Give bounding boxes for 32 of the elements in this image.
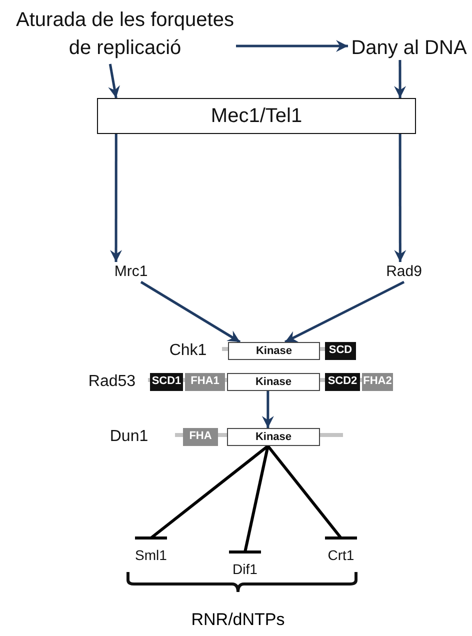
fha-domain: FHA1 [185, 373, 225, 391]
arrow [140, 280, 241, 344]
protein-label: Mrc1 [106, 262, 156, 282]
protein-label: Rad53 [86, 371, 138, 393]
fha-domain: FHA2 [362, 373, 393, 391]
arrow [284, 280, 405, 344]
protein-label: Dun1 [106, 426, 152, 448]
fha-domain: FHA [183, 428, 218, 446]
arrow [394, 134, 406, 262]
arrow [394, 60, 406, 98]
inhibition-line [134, 444, 269, 540]
scd-domain: SCD2 [325, 373, 360, 391]
scd-domain: SCD [325, 342, 356, 360]
protein-label: Chk1 [166, 340, 210, 362]
arrow [108, 64, 120, 98]
target-protein-label: Dif1 [225, 552, 265, 578]
arrow [236, 40, 348, 52]
kinase-domain: Kinase [228, 342, 320, 360]
protein-label: Rad9 [380, 262, 428, 282]
node-label: Dany al DNA [348, 34, 470, 60]
arrow [262, 391, 274, 428]
node-label: Aturada de les forquetes de replicació [14, 6, 236, 64]
scd-domain: SCD1 [150, 373, 183, 391]
target-protein-label: Sml1 [131, 538, 171, 564]
kinase-domain: Kinase [227, 428, 320, 446]
target-protein-label: Crt1 [321, 538, 361, 564]
inhibition-line [228, 446, 270, 554]
arrow [110, 134, 122, 262]
kinase-domain: Kinase [227, 373, 320, 391]
process-box: Mec1/Tel1 [97, 98, 416, 134]
pathway-output-label: RNR/dNTPs [190, 610, 286, 630]
inhibition-line [266, 445, 358, 540]
